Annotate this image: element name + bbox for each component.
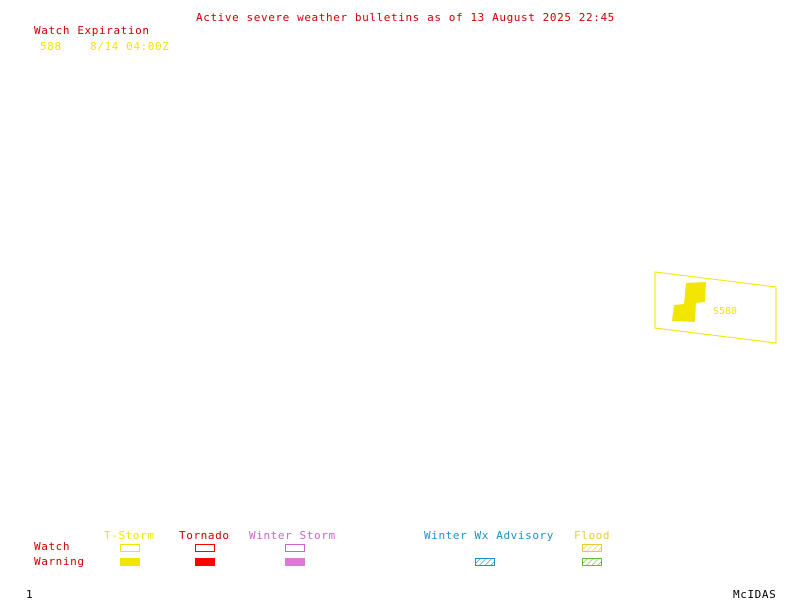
bulletin-title: Active severe weather bulletins as of 13… <box>196 11 615 24</box>
legend-winter-storm-label: Winter Storm <box>249 529 336 542</box>
legend-tornado-label: Tornado <box>179 529 230 542</box>
flood-watch-swatch <box>582 544 602 552</box>
legend-winter-advisory-label: Winter Wx Advisory <box>424 529 555 542</box>
legend-watch-row-label: Watch <box>34 540 71 553</box>
frame-number: 1 <box>26 588 34 601</box>
watch-number: 588 <box>40 40 62 53</box>
watch-box-outline[interactable] <box>654 271 777 344</box>
winter-storm-warning-swatch <box>285 558 305 566</box>
tornado-watch-swatch <box>195 544 215 552</box>
flood-warning-swatch <box>582 558 602 566</box>
tstorm-warning-swatch <box>120 558 140 566</box>
winter-advisory-warning-swatch <box>475 558 495 566</box>
tornado-warning-swatch <box>195 558 215 566</box>
watch-expiration-heading: Watch Expiration <box>34 24 150 37</box>
legend-tstorm-label: T-Storm <box>104 529 155 542</box>
legend-flood-label: Flood <box>574 529 611 542</box>
watch-expiration-time: 8/14 04:00Z <box>90 40 170 53</box>
mcidas-brand: McIDAS <box>733 588 777 601</box>
legend-warning-row-label: Warning <box>34 555 85 568</box>
tstorm-watch-swatch <box>120 544 140 552</box>
winter-storm-watch-swatch <box>285 544 305 552</box>
watch-box-label: S588 <box>713 306 737 317</box>
storm-warning-polygon[interactable] <box>672 282 706 322</box>
